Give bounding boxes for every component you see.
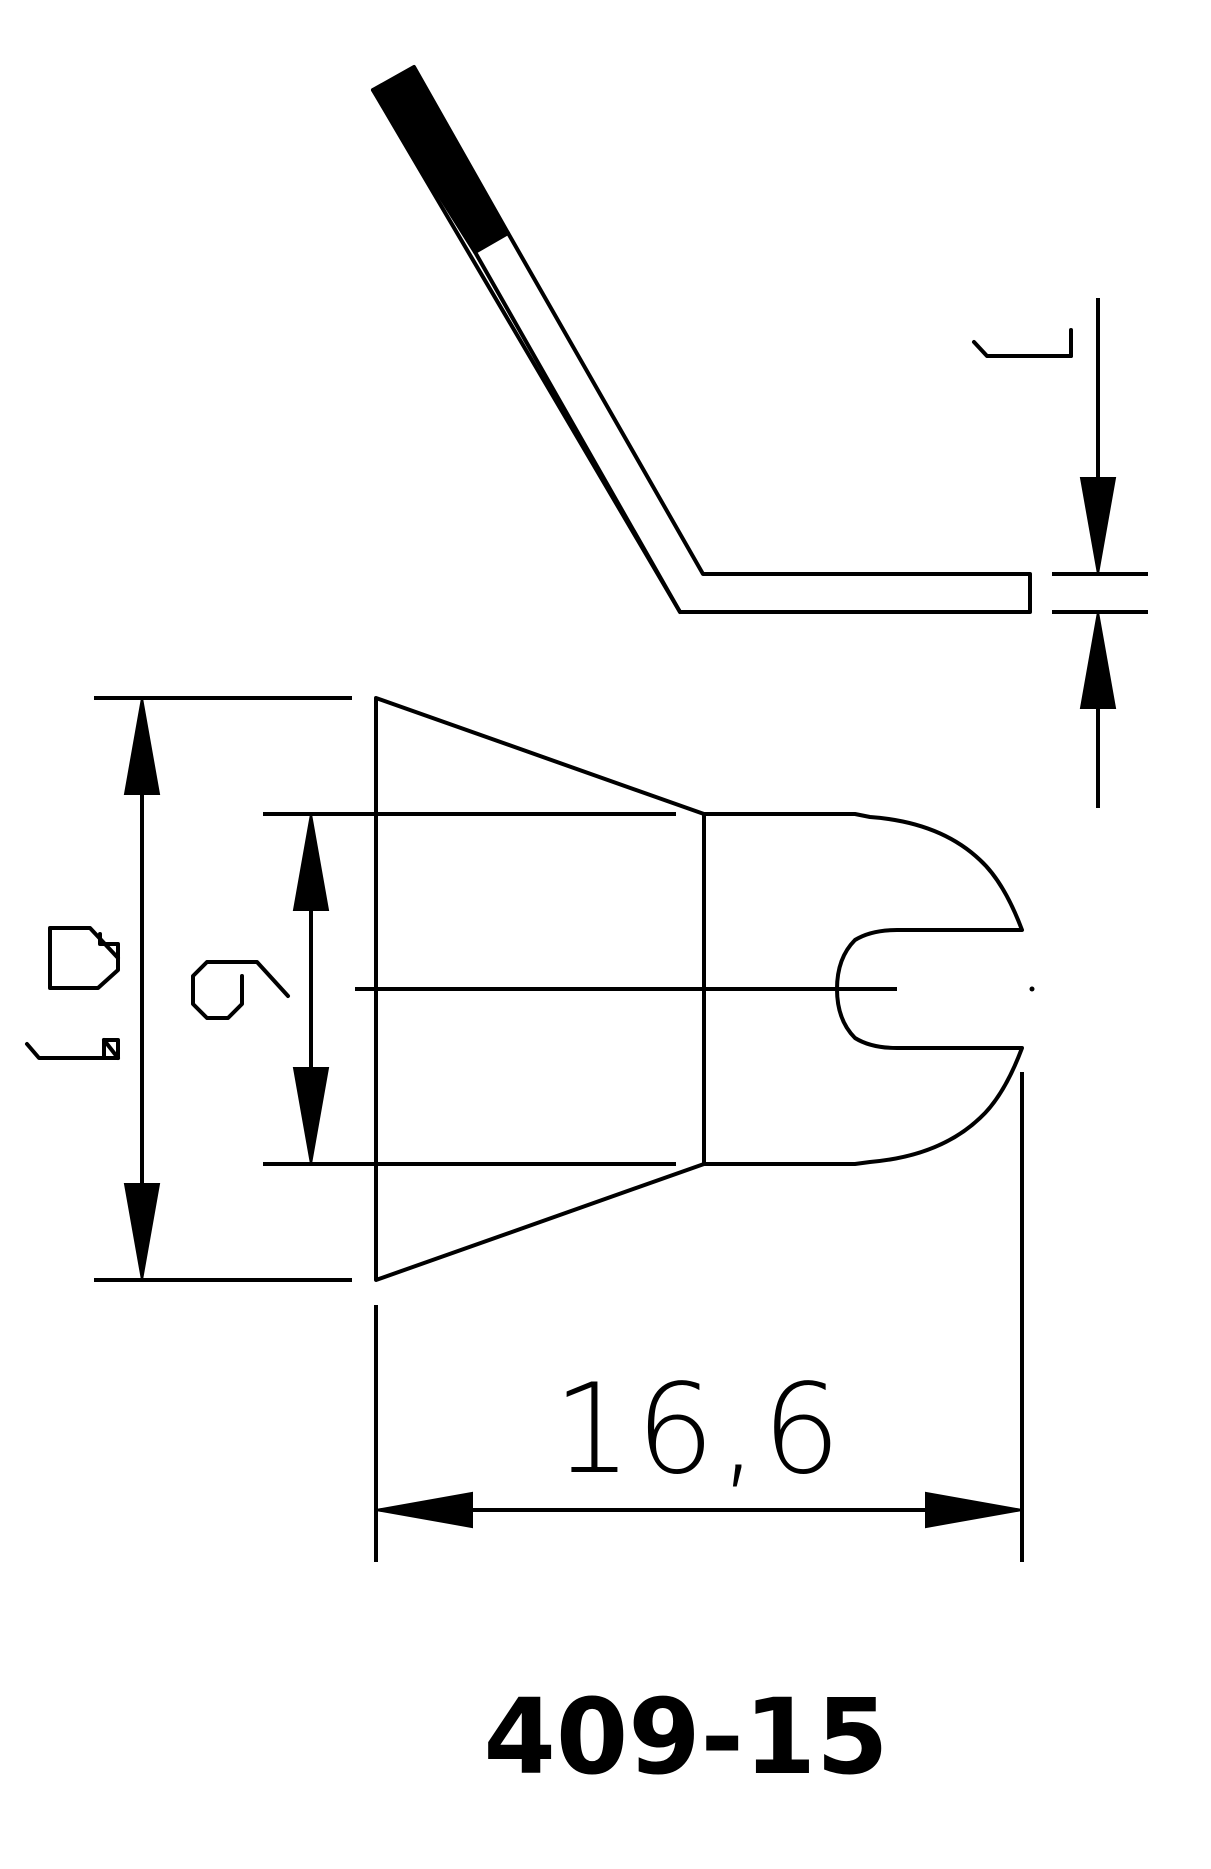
outer-height-label-glyph: [25, 926, 120, 1060]
thickness-arrow-bottom: [1079, 611, 1117, 709]
front-view-tongue: [702, 812, 1024, 1166]
outer-height-dimension: 15: [25, 696, 352, 1282]
length-arrow-right: [925, 1491, 1023, 1529]
thickness-dimension: 1: [972, 298, 1148, 808]
front-view: [263, 696, 1035, 1282]
side-view-tip-fill: [371, 65, 510, 254]
length-arrow-left: [375, 1491, 473, 1529]
side-view-inner-edge: [473, 250, 682, 614]
outer-height-arrow-top: [123, 697, 161, 795]
outer-height-arrow-bottom: [123, 1183, 161, 1281]
inner-height-dimension: 9: [191, 813, 330, 1165]
inner-height-label-glyph: [191, 960, 290, 1020]
inner-height-arrow-top: [292, 813, 330, 911]
thickness-label-glyph: [972, 340, 1073, 358]
thickness-arrow-top: [1079, 477, 1117, 575]
inner-height-arrow-bottom: [292, 1067, 330, 1165]
side-view: [371, 65, 1032, 614]
center-point: [1029, 986, 1035, 992]
length-dimension: 16,6: [374, 1072, 1024, 1562]
length-label: 16,6: [553, 1358, 845, 1502]
part-number-label: 409-15: [484, 1676, 889, 1798]
